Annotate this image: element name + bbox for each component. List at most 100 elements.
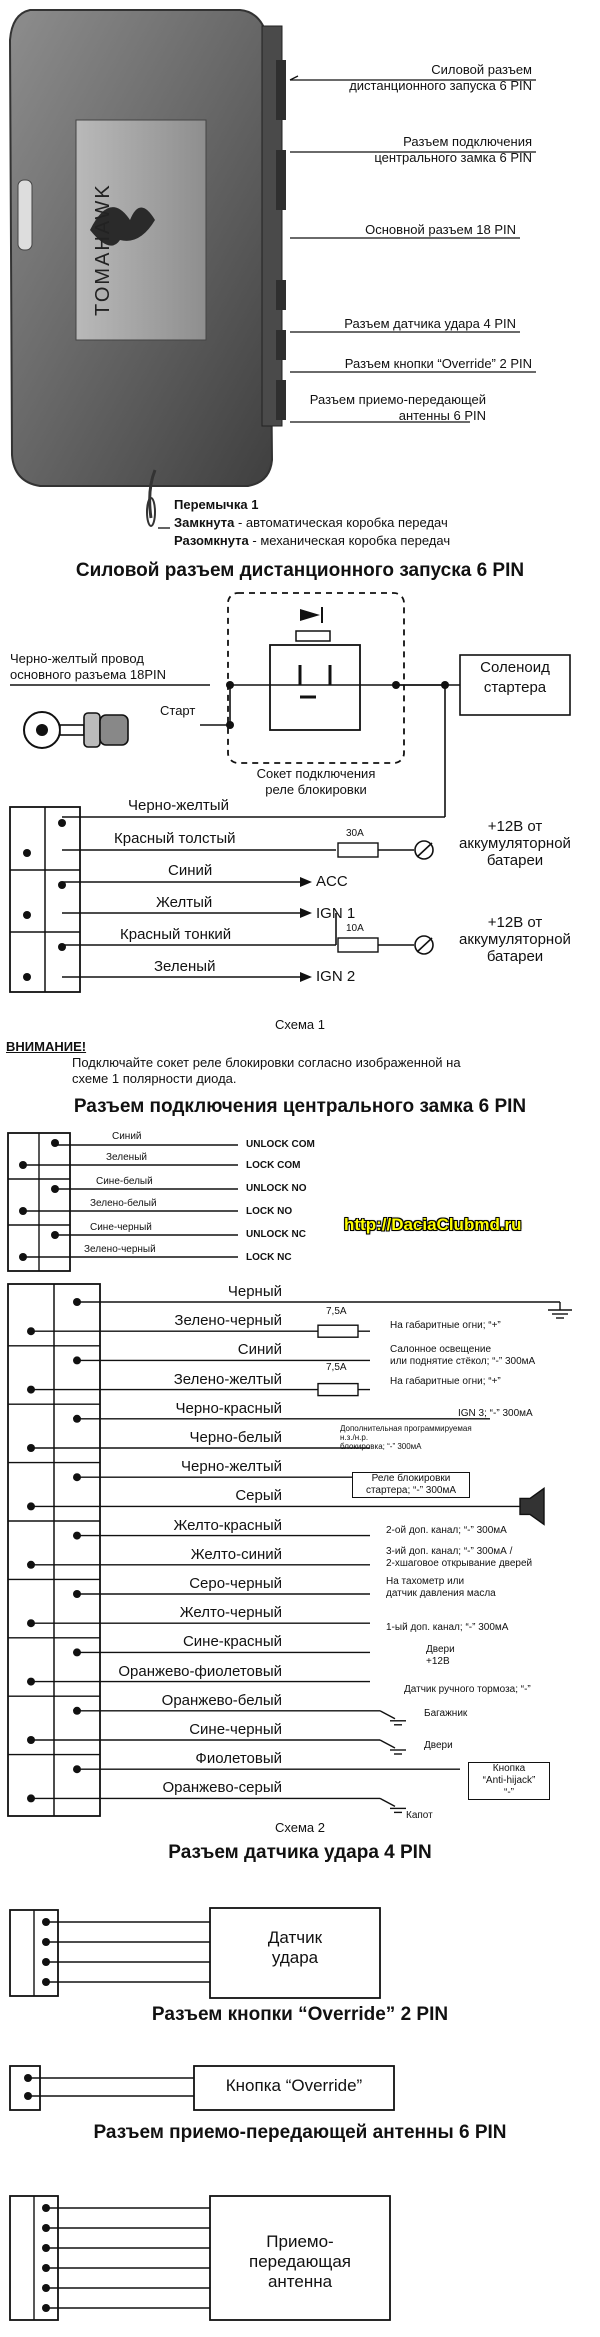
relay-socket-label: Сокет подключения реле блокировки — [256, 766, 376, 797]
fuse-7-5a-2: 7,5A — [326, 1362, 347, 1373]
note-ign3: IGN 3; “-” 300мА — [458, 1408, 533, 1419]
fuse-10a: 10A — [346, 923, 364, 934]
module-brand: TOMAHAWK — [92, 183, 114, 316]
cl-wire-1: Зеленый — [106, 1152, 147, 1163]
callout-main-connector: Основной разъем 18 PIN — [365, 222, 516, 237]
main-wire-label-4: Черно-красный — [175, 1399, 283, 1417]
cl-wire-3: Зелено-белый — [90, 1198, 157, 1209]
note-channel-1: 1-ый доп. канал; “-” 300мА — [386, 1622, 509, 1633]
shock-sensor-connector — [9, 1907, 381, 1999]
section-heading-antenna: Разъем приемо-передающей антенны 6 PIN — [93, 2122, 507, 2143]
cl-wire-4: Сине-черный — [90, 1222, 152, 1233]
schema-1-caption: Схема 1 — [275, 1017, 325, 1032]
callout-antenna-connector: Разъем приемо-передающей антенны 6 PIN — [309, 392, 486, 423]
s1-wire-yellow: Желтый — [156, 894, 213, 911]
watermark-link[interactable]: http://DaciaClubmd.ru — [344, 1215, 522, 1234]
note-anti-hijack-button: Кнопка “Anti-hijack” “-” — [468, 1762, 550, 1800]
section-heading-shock-sensor: Разъем датчика удара 4 PIN — [168, 1842, 432, 1863]
section-heading-central-lock: Разъем подключения центрального замка 6 … — [73, 1096, 527, 1117]
cl-func-5: LOCK NC — [246, 1252, 292, 1263]
fuse-30a: 30A — [346, 828, 364, 839]
ground-symbol — [379, 1739, 396, 1749]
override-button-box: Кнопка “Override” — [225, 2076, 363, 2095]
antenna-box: Приемо- передающая антенна — [249, 2232, 351, 2291]
wire-note-18pin: Черно-желтый провод основного разъема 18… — [10, 651, 167, 682]
schematic-1 — [9, 592, 571, 993]
ign2-label: IGN 2 — [316, 968, 356, 985]
main-wire-label-13: Оранжево-фиолетовый — [118, 1662, 282, 1680]
callout-central-lock-connector: Разъем подключения центрального замка 6 … — [374, 134, 532, 165]
note-hood: Капот — [406, 1810, 433, 1821]
callout-override-connector: Разъем кнопки “Override” 2 PIN — [344, 356, 532, 371]
cl-func-0: UNLOCK COM — [246, 1139, 315, 1150]
main-wire-label-0: Черный — [227, 1283, 282, 1300]
callout-power-connector: Силовой разъем дистанционного запуска 6 … — [349, 62, 532, 93]
main-wire-label-9: Желто-синий — [190, 1545, 282, 1563]
main-wire-label-2: Синий — [237, 1341, 282, 1359]
ign1-label: IGN 1 — [316, 905, 356, 922]
note-doors: Двери — [424, 1740, 453, 1751]
main-wire-label-15: Сине-черный — [189, 1721, 282, 1738]
ground-symbol — [379, 1797, 396, 1808]
note-cabin-light: Салонное освещение или поднятие стёкол; … — [390, 1344, 536, 1367]
cl-wire-5: Зелено-черный — [84, 1244, 156, 1255]
schema-2-caption: Схема 2 — [275, 1820, 325, 1835]
alarm-module-illustration — [8, 9, 536, 529]
fuse-box — [317, 1324, 359, 1338]
main-wire-label-8: Желто-красный — [173, 1516, 283, 1534]
note-channel-2: 2-ой доп. канал; “-” 300мА — [386, 1525, 507, 1536]
fuse-box — [317, 1382, 359, 1397]
section-heading-power-connector: Силовой разъем дистанционного запуска 6 … — [75, 560, 525, 581]
shock-sensor-box: Датчик удара — [267, 1928, 323, 1967]
main-wire-label-11: Желто-черный — [179, 1604, 282, 1622]
siren-icon — [519, 1487, 545, 1526]
note-doors-plus: Двери +12В — [426, 1644, 455, 1667]
note-programmable-block: Дополнительная программируемая н.з./н.р.… — [340, 1424, 472, 1451]
note-parking-lights-1: На габаритные огни; “+” — [390, 1320, 501, 1331]
main-wire-label-14: Оранжево-белый — [161, 1691, 282, 1709]
cl-func-1: LOCK COM — [246, 1160, 301, 1171]
acc-label: ACC — [316, 873, 348, 890]
cl-wire-2: Сине-белый — [96, 1176, 153, 1187]
central-lock-connector — [7, 1132, 238, 1272]
note-handbrake: Датчик ручного тормоза; “-” — [404, 1684, 531, 1695]
override-connector — [9, 2065, 395, 2111]
s1-wire-red-thick: Красный толстый — [114, 830, 236, 847]
note-channel-3: 3-ий доп. канал; “-” 300мА / 2-хшаговое … — [386, 1546, 533, 1569]
section-heading-override: Разъем кнопки “Override” 2 PIN — [151, 2004, 449, 2025]
main-wire-label-10: Серо-черный — [189, 1575, 282, 1592]
note-trunk: Багажник — [424, 1708, 468, 1719]
s1-wire-green: Зеленый — [154, 958, 216, 975]
battery-label-1: +12В от аккумуляторной батареи — [459, 818, 571, 869]
main-wire-label-3: Зелено-желтый — [173, 1370, 282, 1388]
main-18pin-connector — [7, 1283, 572, 1817]
cl-func-2: UNLOCK NO — [246, 1183, 307, 1194]
note-parking-lights-2: На габаритные огни; “+” — [390, 1376, 501, 1387]
battery-label-2: +12В от аккумуляторной батареи — [459, 914, 571, 965]
s1-wire-blue: Синий — [168, 862, 213, 879]
note-starter-block-relay: Реле блокировки стартера; “-” 300мА — [352, 1472, 470, 1498]
main-wire-label-17: Оранжево-серый — [162, 1779, 283, 1797]
main-wire-label-5: Черно-белый — [189, 1429, 282, 1446]
main-wire-label-7: Серый — [235, 1487, 282, 1505]
s1-wire-red-thin: Красный тонкий — [120, 926, 232, 943]
warning-title: ВНИМАНИЕ! — [6, 1039, 87, 1054]
main-wire-label-12: Сине-красный — [182, 1633, 282, 1651]
starter-solenoid-box: Соленоид стартера — [480, 659, 550, 696]
fuse-7-5a-1: 7,5A — [326, 1306, 347, 1317]
jumper-closed-line: Замкнута - автоматическая коробка переда… — [174, 515, 448, 530]
main-wire-label-6: Черно-желтый — [181, 1458, 282, 1476]
cl-func-3: LOCK NO — [246, 1206, 293, 1217]
antenna-connector — [9, 2195, 391, 2321]
main-wire-label-16: Фиолетовый — [195, 1750, 282, 1768]
cl-func-4: UNLOCK NC — [246, 1229, 306, 1240]
ground-symbol — [379, 1710, 396, 1720]
callout-shock-sensor-connector: Разъем датчика удара 4 PIN — [344, 316, 516, 331]
warning-text: Подключайте сокет реле блокировки соглас… — [72, 1055, 461, 1086]
cl-wire-0: Синий — [112, 1131, 142, 1142]
start-label: Старт — [160, 703, 196, 718]
jumper-title: Перемычка 1 — [174, 497, 259, 512]
jumper-open-line: Разомкнута - механическая коробка переда… — [174, 533, 451, 548]
main-wire-label-1: Зелено-черный — [174, 1312, 282, 1330]
